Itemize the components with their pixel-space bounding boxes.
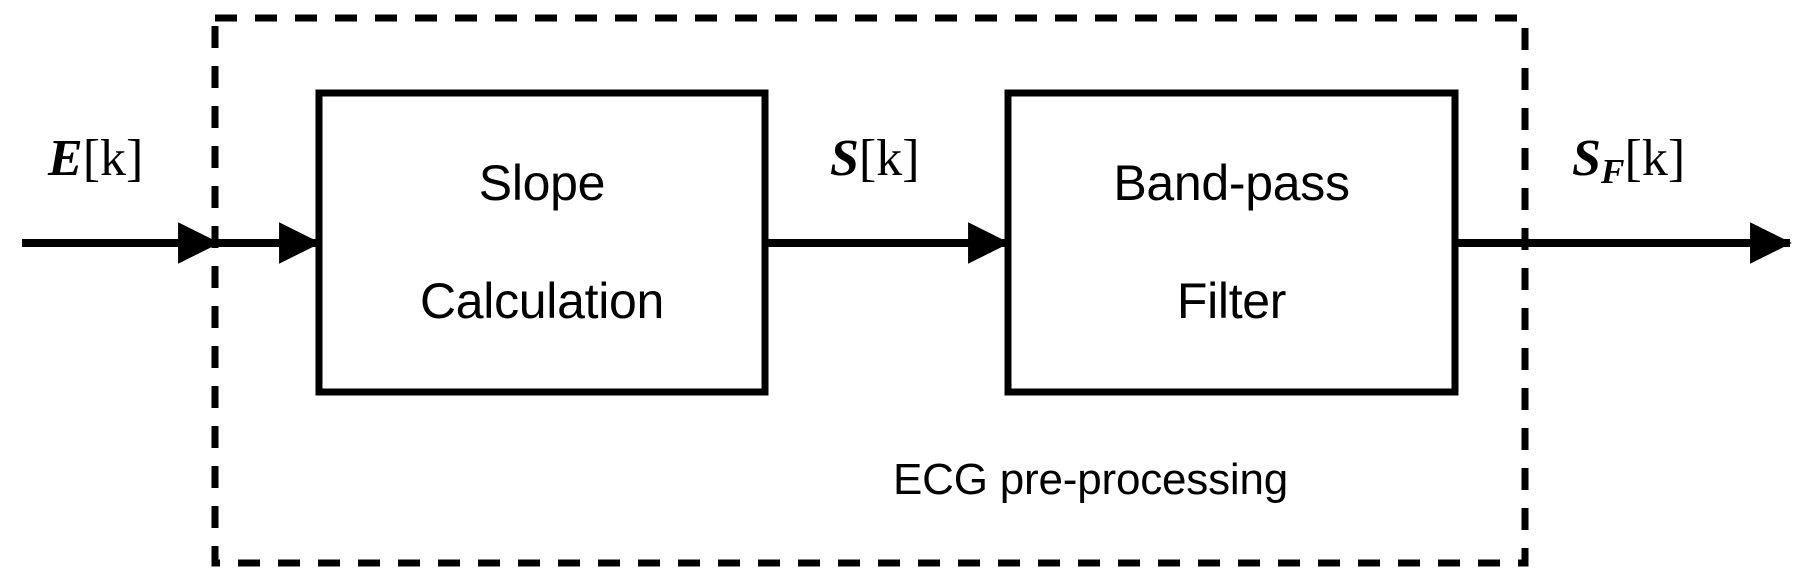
intermediate-signal-index: [k] xyxy=(858,130,920,187)
slope-calculation-block[interactable] xyxy=(315,89,769,396)
input-signal-index: [k] xyxy=(82,130,144,187)
output-signal-base: S xyxy=(1572,130,1601,187)
input-signal-label: E[k] xyxy=(48,133,143,185)
output-signal-label: SF[k] xyxy=(1572,133,1685,189)
ecg-preprocessing-group-border xyxy=(211,14,1529,567)
intermediate-signal-base: S xyxy=(830,130,859,187)
intermediate-signal-label: S[k] xyxy=(830,133,920,185)
ecg-preprocessing-group-label: ECG pre-processing xyxy=(893,455,1288,504)
output-signal-subscript: F xyxy=(1600,150,1625,191)
output-signal-index: [k] xyxy=(1624,130,1686,187)
band-pass-filter-block[interactable] xyxy=(1004,89,1459,396)
input-signal-base: E xyxy=(48,130,83,187)
